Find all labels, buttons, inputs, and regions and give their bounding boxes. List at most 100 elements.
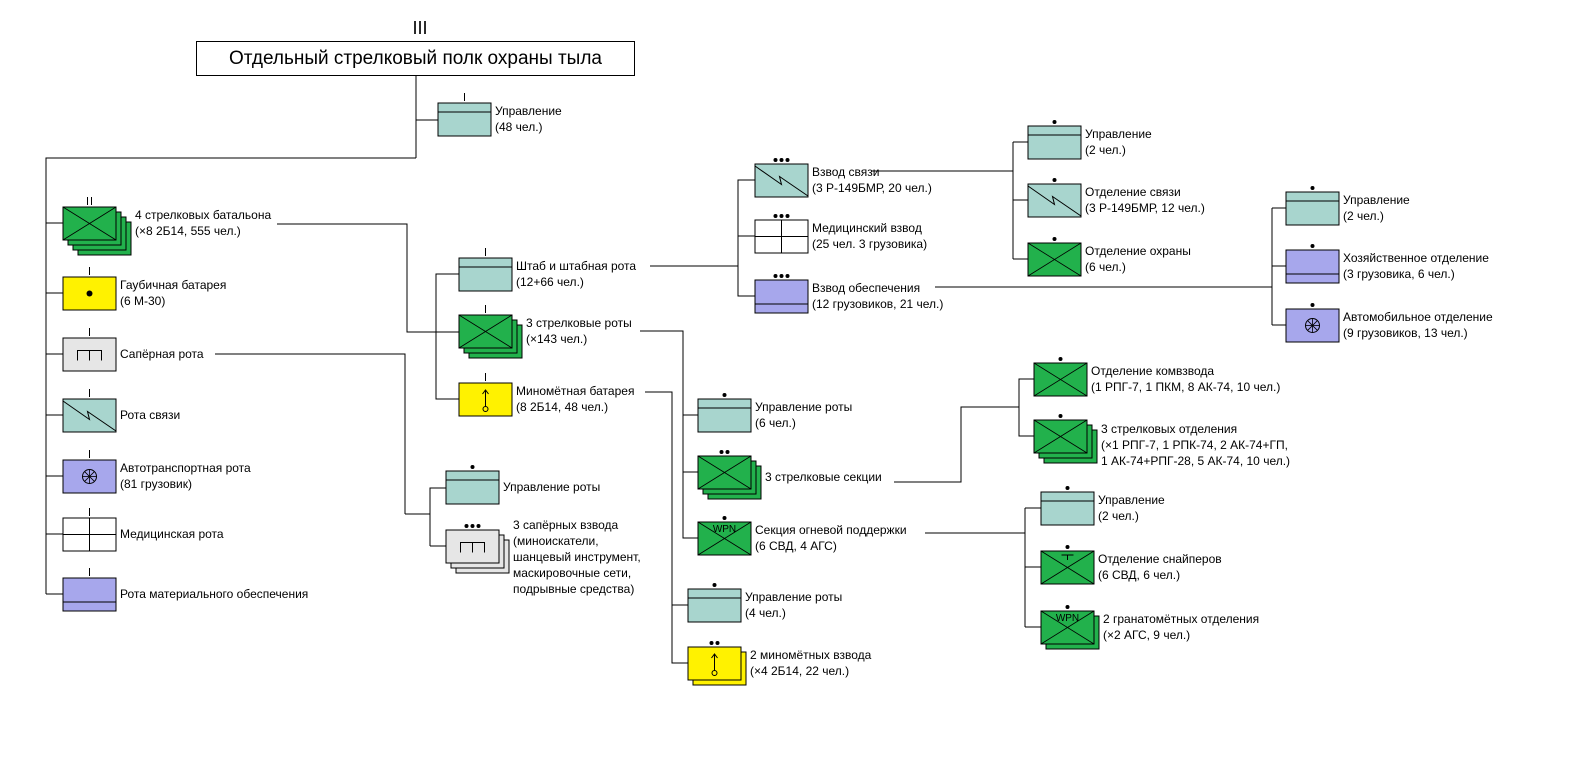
unit-symbol <box>62 508 117 552</box>
unit-symbol <box>697 450 762 500</box>
unit-name: 2 миномётных взвода <box>750 648 872 662</box>
engineer-unit-icon <box>445 529 500 564</box>
unit-node-guard-sec[interactable] <box>1027 229 1082 283</box>
unit-label-wpn-sniper: Отделение снайперов(6 СВД, 6 чел.) <box>1098 551 1222 583</box>
unit-label-supply-co: Рота материального обеспечения <box>120 586 308 602</box>
unit-node-medical-co[interactable] <box>62 504 117 558</box>
unit-node-reg-hq[interactable] <box>437 89 492 143</box>
unit-node-plt-cmd[interactable] <box>1033 349 1088 403</box>
unit-node-mb-hq[interactable] <box>687 575 742 629</box>
unit-node-bn-inf[interactable] <box>62 193 132 262</box>
unit-symbol <box>1285 186 1340 226</box>
infantry-unit-icon <box>62 206 117 241</box>
unit-node-sap-hq[interactable] <box>445 457 500 511</box>
unit-node-wpn-hq[interactable] <box>1040 478 1095 532</box>
root-unit-title[interactable]: Отдельный стрелковый полк охраны тыла <box>196 41 635 76</box>
unit-details: (6 СВД, 4 АГС) <box>755 539 837 553</box>
unit-details: (2 чел.) <box>1085 143 1126 157</box>
unit-node-wpn-gl[interactable]: WPN <box>1040 597 1100 656</box>
unit-node-sapper-co[interactable] <box>62 324 117 378</box>
unit-node-sup-auto[interactable] <box>1285 295 1340 349</box>
unit-name: Автотранспортная рота <box>120 461 251 475</box>
unit-label-sup-auto: Автомобильное отделение (9 грузовиков, 13… <box>1343 309 1493 341</box>
unit-node-sup-hq[interactable] <box>1285 178 1340 232</box>
unit-details: (4 чел.) <box>745 606 786 620</box>
echelon-marker <box>1058 414 1063 418</box>
unit-name: Медицинская рота <box>120 527 224 541</box>
unit-symbol <box>687 641 747 686</box>
echelon-marker <box>773 274 790 278</box>
unit-node-sig-hq[interactable] <box>1027 112 1082 166</box>
unit-name: Рота связи <box>120 408 181 422</box>
unit-name: Автомобильное отделение <box>1343 310 1493 324</box>
unit-label-co-hq: Управление роты(6 чел.) <box>755 399 852 431</box>
unit-symbol <box>687 583 742 623</box>
headquarters-unit-icon <box>697 398 752 433</box>
unit-node-co-wpn[interactable]: WPN <box>697 508 752 562</box>
unit-node-sap-plts[interactable] <box>445 516 510 580</box>
supply-unit-icon <box>754 279 809 314</box>
svg-text:WPN: WPN <box>713 524 736 535</box>
unit-name: 3 стрелковые секции <box>765 470 882 484</box>
headquarters-unit-icon <box>687 588 742 623</box>
echelon-marker <box>87 197 92 205</box>
unit-details: (9 грузовиков, 13 чел.) <box>1343 326 1468 340</box>
unit-name: 3 стрелковые роты <box>526 316 632 330</box>
unit-label-sig-hq: Управление(2 чел.) <box>1085 126 1152 158</box>
unit-node-sig-sec[interactable] <box>1027 170 1082 224</box>
unit-node-bn-mortar-bty[interactable] <box>458 369 513 423</box>
unit-symbol <box>1027 178 1082 218</box>
unit-node-bn-hq-co[interactable] <box>458 244 513 298</box>
unit-details: (6 М-30) <box>120 294 166 308</box>
unit-details: (миноискатели, <box>513 534 599 548</box>
headquarters-unit-icon <box>1285 191 1340 226</box>
svg-text:WPN: WPN <box>1056 613 1079 624</box>
unit-name: Управление <box>495 104 562 118</box>
infantry-unit-icon <box>458 314 513 349</box>
unit-symbol <box>62 568 117 612</box>
connector-line <box>1018 407 1034 437</box>
motor-transport-unit-icon <box>1285 308 1340 343</box>
connector-line <box>435 332 459 400</box>
unit-node-plt-sqds[interactable] <box>1033 406 1098 470</box>
mortar-unit-icon <box>687 646 742 681</box>
unit-node-mb-plts[interactable] <box>687 633 747 692</box>
unit-details: (8 2Б14, 48 чел.) <box>516 400 609 414</box>
unit-node-med-plt[interactable] <box>754 206 809 260</box>
unit-node-wpn-sniper[interactable] <box>1040 537 1095 591</box>
unit-symbol <box>1027 237 1082 277</box>
unit-label-signal-co: Рота связи <box>120 407 180 423</box>
unit-node-sig-plt[interactable] <box>754 150 809 204</box>
unit-name: Секция огневой поддержки <box>755 523 907 537</box>
unit-label-bn-mortar-bty: Миномётная батарея(8 2Б14, 48 чел.) <box>516 383 634 415</box>
headquarters-unit-icon <box>445 470 500 505</box>
unit-label-co-wpn: Секция огневой поддержки (6 СВД, 4 АГС) <box>755 522 907 554</box>
unit-symbol <box>437 93 492 137</box>
unit-name: 4 стрелковых батальона <box>135 208 272 222</box>
unit-details: подрывные средства) <box>513 582 635 596</box>
connector-line <box>645 391 688 664</box>
infantry-unit-icon <box>1033 419 1088 454</box>
connector-line <box>650 179 755 267</box>
unit-node-howitzer-bty[interactable] <box>62 263 117 317</box>
unit-node-sup-house[interactable] <box>1285 236 1340 290</box>
unit-label-plt-cmd: Отделение комвзвода(1 РПГ-7, 1 ПКМ, 8 АК… <box>1091 363 1280 395</box>
unit-node-co-hq[interactable] <box>697 385 752 439</box>
echelon-marker <box>722 393 727 397</box>
unit-node-motor-co[interactable] <box>62 446 117 500</box>
motor-transport-unit-icon <box>62 459 117 494</box>
unit-symbol <box>62 197 132 256</box>
echelon-marker <box>773 158 790 162</box>
echelon-marker <box>1052 178 1057 182</box>
infantry-unit-icon <box>1033 362 1088 397</box>
unit-details: (6 чел.) <box>755 416 796 430</box>
unit-node-supply-co[interactable] <box>62 564 117 618</box>
unit-node-bn-rifle-cos[interactable] <box>458 301 523 365</box>
unit-symbol: WPN <box>1040 605 1100 650</box>
unit-node-sup-plt[interactable] <box>754 266 809 320</box>
unit-node-signal-co[interactable] <box>62 385 117 439</box>
unit-label-sup-hq: Управление(2 чел.) <box>1343 192 1410 224</box>
unit-name: Медицинский взвод <box>812 221 922 235</box>
unit-node-co-plts[interactable] <box>697 442 762 506</box>
